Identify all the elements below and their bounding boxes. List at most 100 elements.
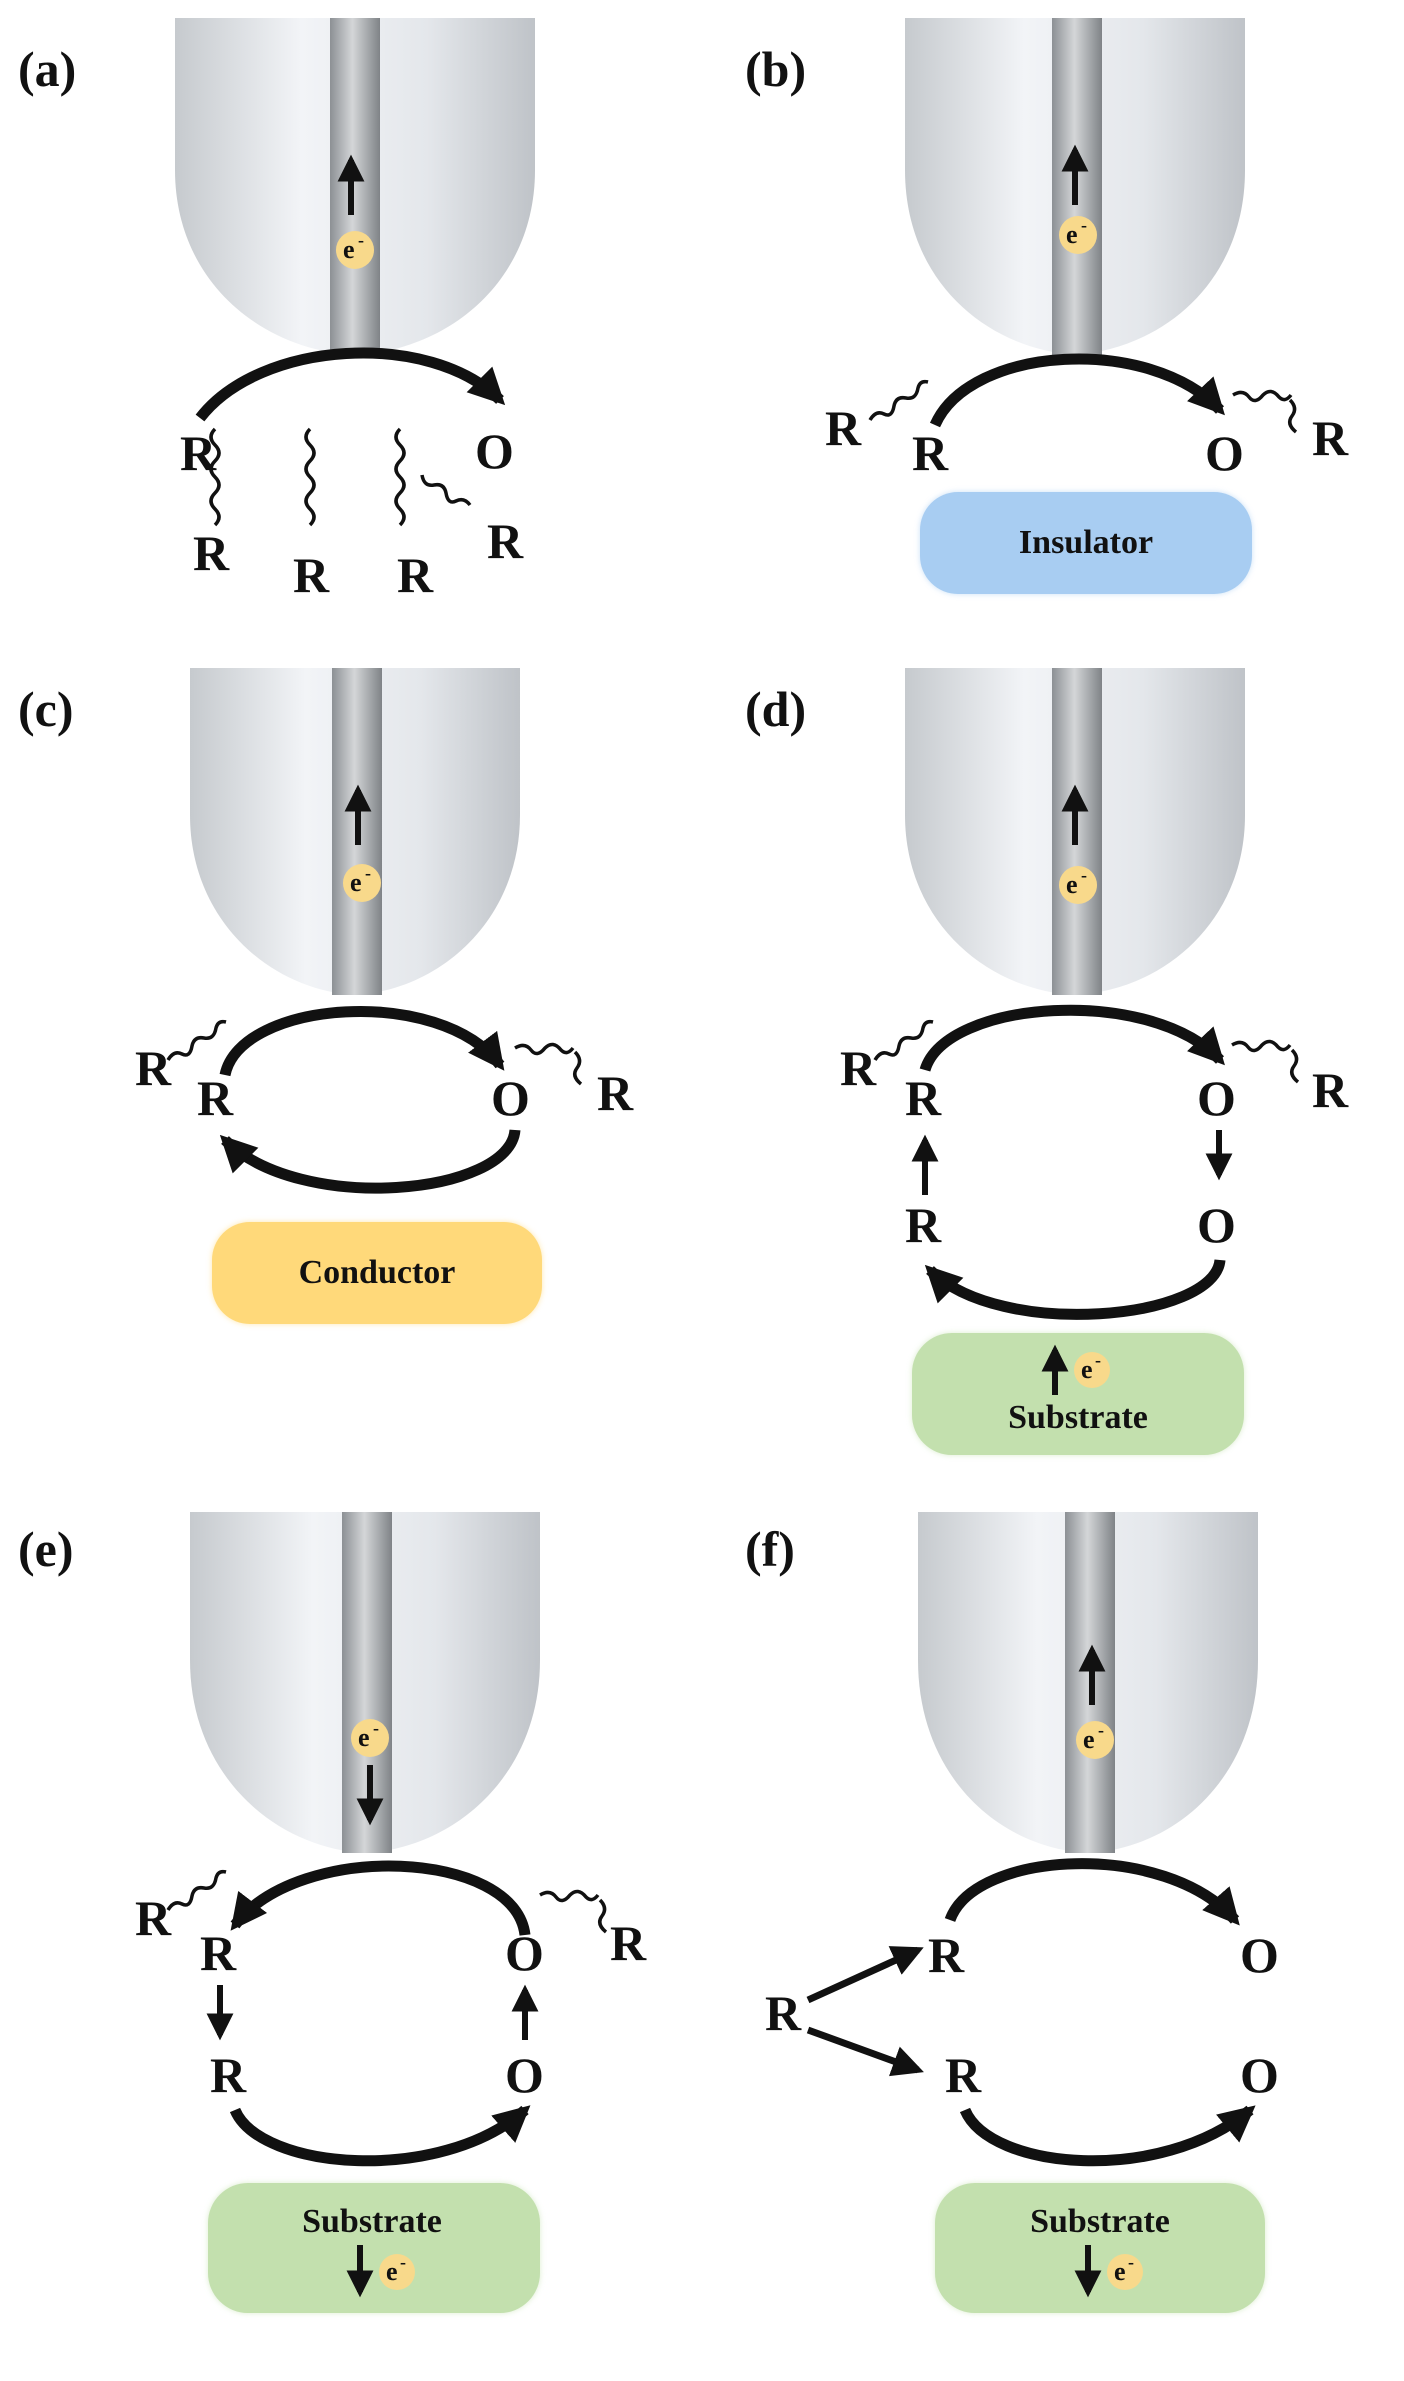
panel-e: (e) e - R O R O R R Substrate <box>18 1512 647 2313</box>
electron-symbol: e <box>1066 870 1078 899</box>
electron-charge: - <box>1081 865 1087 885</box>
molecule-tethers <box>873 1019 1300 1084</box>
oxidation-arrow <box>195 347 506 422</box>
species-o: O <box>505 1925 544 1981</box>
species-r: R <box>487 513 524 569</box>
substrate-surface: Substrate e - <box>935 2183 1265 2313</box>
species-o: O <box>1197 1197 1236 1253</box>
panel-d: (d) e - R O R O R R <box>745 668 1349 1455</box>
panel-label: (a) <box>18 41 76 97</box>
species-r: R <box>135 1890 172 1946</box>
electron: e - <box>1059 865 1097 904</box>
species-r: R <box>1312 410 1349 466</box>
surface-label: Substrate <box>1008 1399 1148 1436</box>
species-o: O <box>1205 425 1244 481</box>
oxidation-arrow <box>929 353 1225 428</box>
electron: e - <box>336 230 374 269</box>
species-r: R <box>197 1070 234 1126</box>
species-r: R <box>200 1925 237 1981</box>
electrode-tip <box>190 1512 540 1853</box>
species-r: R <box>905 1070 942 1126</box>
electron-symbol: e <box>358 1723 370 1752</box>
panel-f: (f) e - R O R R O Substrate e - <box>745 1512 1279 2313</box>
reduction-arrow <box>230 1860 531 1937</box>
species-r: R <box>397 547 434 603</box>
panel-c: (c) e - R O R R Conductor <box>18 668 634 1324</box>
electron-charge: - <box>1081 215 1087 235</box>
species-r: R <box>597 1065 634 1121</box>
conductor-surface: Conductor <box>212 1222 542 1324</box>
substrate-surface: Substrate e - <box>208 2183 540 2313</box>
electrode-tip <box>175 18 535 355</box>
species-o: O <box>1240 2047 1279 2103</box>
surface-label: Substrate <box>1030 2203 1170 2240</box>
electron: e - <box>343 863 381 902</box>
panel-label: (c) <box>18 681 74 737</box>
substrate-surface: e - Substrate <box>912 1333 1244 1455</box>
electron-symbol: e <box>386 2257 398 2286</box>
species-r: R <box>912 425 949 481</box>
molecule-tethers <box>868 379 1298 434</box>
electron: e - <box>1059 215 1097 254</box>
species-r: R <box>193 525 230 581</box>
oxidation-arrow <box>944 1858 1240 1926</box>
panel-b: (b) e - R O R R Insulator <box>745 18 1349 594</box>
diffusion-to-tip-arrow <box>806 1946 924 2004</box>
molecule-tethers <box>166 1019 583 1086</box>
panel-label: (e) <box>18 1521 74 1577</box>
electron-charge: - <box>1128 2252 1134 2272</box>
electron: e - <box>379 2252 415 2290</box>
diffusion-to-substrate-arrow <box>806 2026 924 2077</box>
electron-charge: - <box>373 1718 379 1738</box>
electron-charge: - <box>358 230 364 250</box>
electron-symbol: e <box>1081 1355 1093 1384</box>
molecule-tethers <box>166 1869 608 1934</box>
substrate-oxidation-arrow <box>959 2105 1256 2167</box>
species-r-bulk: R <box>765 1985 802 2041</box>
species-o: O <box>475 423 514 479</box>
species-r: R <box>1312 1062 1349 1118</box>
electron-charge: - <box>1098 1720 1104 1740</box>
species-r: R <box>945 2047 982 2103</box>
species-o: O <box>491 1070 530 1126</box>
electron-charge: - <box>365 863 371 883</box>
electron-symbol: e <box>350 868 362 897</box>
species-r: R <box>293 547 330 603</box>
species-o: O <box>1240 1927 1279 1983</box>
panel-label: (f) <box>745 1521 795 1577</box>
electron: e - <box>1107 2252 1143 2290</box>
electrode-tip <box>918 1512 1258 1853</box>
electron: e - <box>1076 1720 1114 1759</box>
electron-symbol: e <box>1114 2257 1126 2286</box>
panel-label: (b) <box>745 41 806 97</box>
surface-label: Substrate <box>302 2203 442 2240</box>
electron-charge: - <box>400 2252 406 2272</box>
insulator-surface: Insulator <box>920 492 1252 594</box>
electron: e - <box>351 1718 389 1757</box>
species-r: R <box>840 1040 877 1096</box>
panel-label: (d) <box>745 681 806 737</box>
regeneration-arrow <box>924 1258 1226 1320</box>
species-o: O <box>505 2047 544 2103</box>
surface-label: Insulator <box>1019 524 1153 561</box>
species-o: O <box>1197 1070 1236 1126</box>
regeneration-arrow <box>229 2105 531 2167</box>
oxidation-arrow <box>219 1006 505 1077</box>
microwire <box>330 18 380 355</box>
electron: e - <box>1074 1350 1110 1388</box>
reduction-arrow <box>219 1128 521 1194</box>
electron-symbol: e <box>343 235 355 264</box>
species-r: R <box>825 400 862 456</box>
panel-a: (a) e - R O R R R R <box>18 18 535 603</box>
species-r: R <box>210 2047 247 2103</box>
species-r: R <box>928 1927 965 1983</box>
species-r: R <box>610 1915 647 1971</box>
electron-symbol: e <box>1066 220 1078 249</box>
species-r: R <box>135 1040 172 1096</box>
oxidation-arrow <box>919 1004 1225 1072</box>
molecule-tethers <box>209 427 472 527</box>
electron-symbol: e <box>1083 1725 1095 1754</box>
species-r: R <box>905 1197 942 1253</box>
surface-label: Conductor <box>299 1254 456 1291</box>
